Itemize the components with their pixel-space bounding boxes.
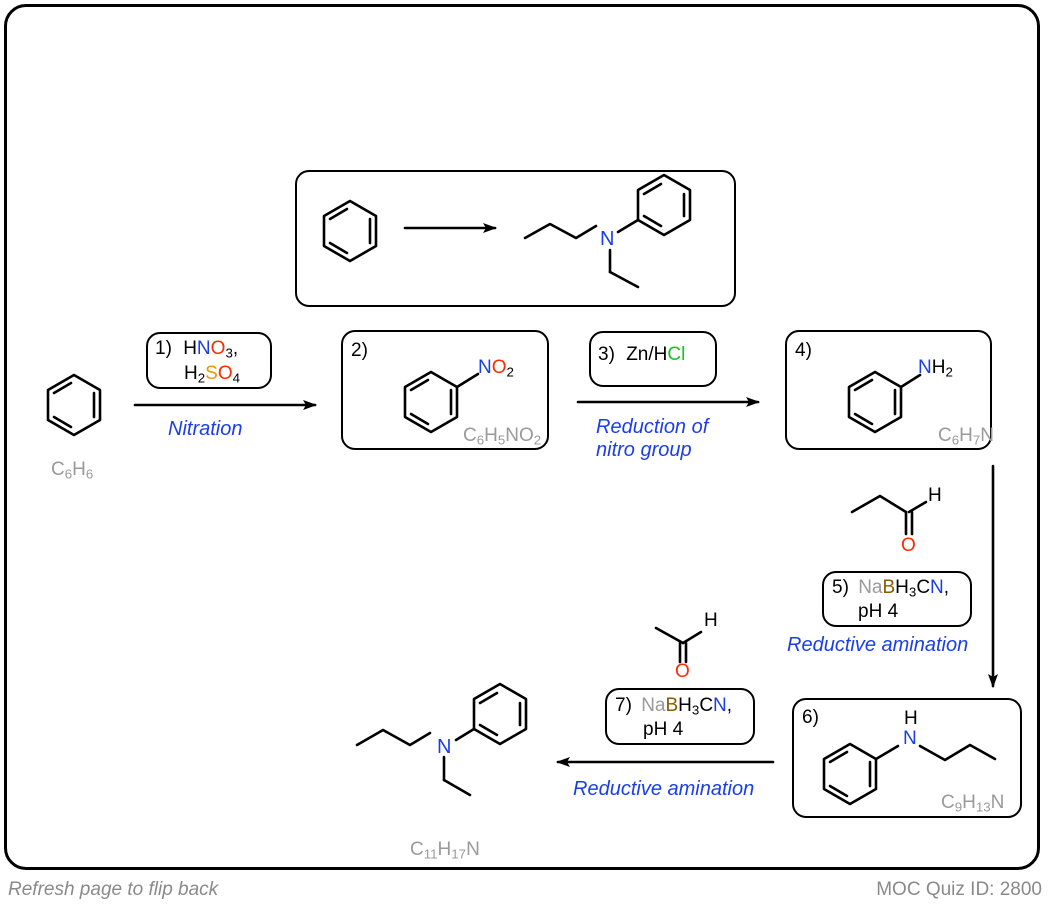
target-product-structure <box>523 173 692 289</box>
step7-b: B <box>665 695 679 716</box>
step1-o: O <box>210 338 226 359</box>
step5-n: N <box>930 577 944 598</box>
target-benzene-structure <box>322 199 378 263</box>
step7-label: Reductive amination <box>573 778 755 800</box>
aniline-structure <box>847 370 922 434</box>
final-product-structure <box>355 682 528 797</box>
propylaniline-formula: C9H13N <box>941 792 1005 815</box>
step1-sub4: 4 <box>232 370 241 386</box>
aniline-formula: C6H7N <box>938 425 995 448</box>
step3-reagent-box <box>589 331 717 387</box>
step5-reagent-box <box>822 571 972 627</box>
step1-label: Nitration <box>168 418 243 440</box>
step7-ph: pH 4 <box>643 719 684 740</box>
step1-h: H <box>183 338 197 359</box>
aniline-number: 4) <box>795 340 812 361</box>
step5-label: Reductive amination <box>787 634 969 656</box>
step7-reagent-box <box>605 688 755 745</box>
step1-comma: , <box>232 338 239 359</box>
step1-s: S <box>205 363 218 384</box>
step5-comma: , <box>943 577 950 598</box>
step3-label-line2: nitro group <box>596 439 692 461</box>
nitrobenzene-number: 2) <box>351 340 368 361</box>
step5-b: B <box>882 577 896 598</box>
final-product-formula: C11H17N <box>410 839 480 862</box>
final-product-n: N <box>437 736 452 758</box>
step7-n: N <box>713 695 727 716</box>
step5-h3: H <box>895 577 909 598</box>
step1-n: N <box>196 338 211 359</box>
step5-na: Na <box>858 577 883 598</box>
propylaniline-nh-n: N <box>903 728 917 749</box>
propylaniline-nh-h: H <box>904 708 918 729</box>
amine-group-label: NH2 <box>918 357 953 380</box>
propanal-h: H <box>928 485 942 506</box>
nitrobenzene-box <box>341 330 549 450</box>
propylaniline-number: 6) <box>802 707 819 728</box>
propylaniline-box <box>792 698 1022 818</box>
quiz-id: MOC Quiz ID: 2800 <box>876 879 1042 900</box>
quiz-card[interactable] <box>4 4 1040 870</box>
step3-number: 3) <box>598 344 615 365</box>
step5-line1: 5) NaBH3CN, <box>832 577 949 599</box>
step1-h2: H <box>184 363 198 384</box>
step7-h3: H <box>678 695 692 716</box>
step7-comma: , <box>726 695 733 716</box>
step5-number: 5) <box>832 577 849 598</box>
acetaldehyde-structure <box>654 626 703 664</box>
nitro-group-label: NO2 <box>478 357 514 380</box>
nitrobenzene-formula: C6H5NO2 <box>463 425 542 448</box>
step1-line2: H2SO4 <box>184 363 240 385</box>
benzene-formula: C6H6 <box>51 459 94 482</box>
step7-na: Na <box>641 695 666 716</box>
step1-line1: 1) HNO3, <box>155 338 238 360</box>
step3-label-line1: Reduction of <box>596 416 709 438</box>
step1-reagent-box <box>146 332 272 389</box>
acetaldehyde-h: H <box>704 610 718 631</box>
step5-c: C <box>916 577 931 598</box>
step5-ph: pH 4 <box>858 601 899 622</box>
step3-cl: Cl <box>667 344 686 365</box>
target-box <box>295 170 736 307</box>
step1-sub3: 3 <box>225 345 233 361</box>
aniline-box <box>785 330 992 450</box>
step7-line1: 7) NaBH3CN, <box>615 695 732 717</box>
step1-sub2: 2 <box>197 370 206 386</box>
step3-reagent: 3) Zn/HCl <box>598 344 685 366</box>
nitrobenzene-structure <box>403 370 480 434</box>
step3-zn: Zn/H <box>626 344 668 365</box>
step7-number: 7) <box>615 695 632 716</box>
target-n-label: N <box>600 228 615 250</box>
benzene-structure <box>46 373 102 437</box>
step1-number: 1) <box>155 338 172 359</box>
propylaniline-structure <box>822 742 997 806</box>
acetaldehyde-o: O <box>675 661 690 682</box>
step7-c: C <box>699 695 714 716</box>
step7-sub3: 3 <box>691 702 700 718</box>
step1-o4: O <box>217 363 233 384</box>
refresh-hint: Refresh page to flip back <box>8 879 219 900</box>
propanal-structure <box>850 494 928 536</box>
step5-sub3: 3 <box>908 584 917 600</box>
propanal-o: O <box>901 535 916 556</box>
